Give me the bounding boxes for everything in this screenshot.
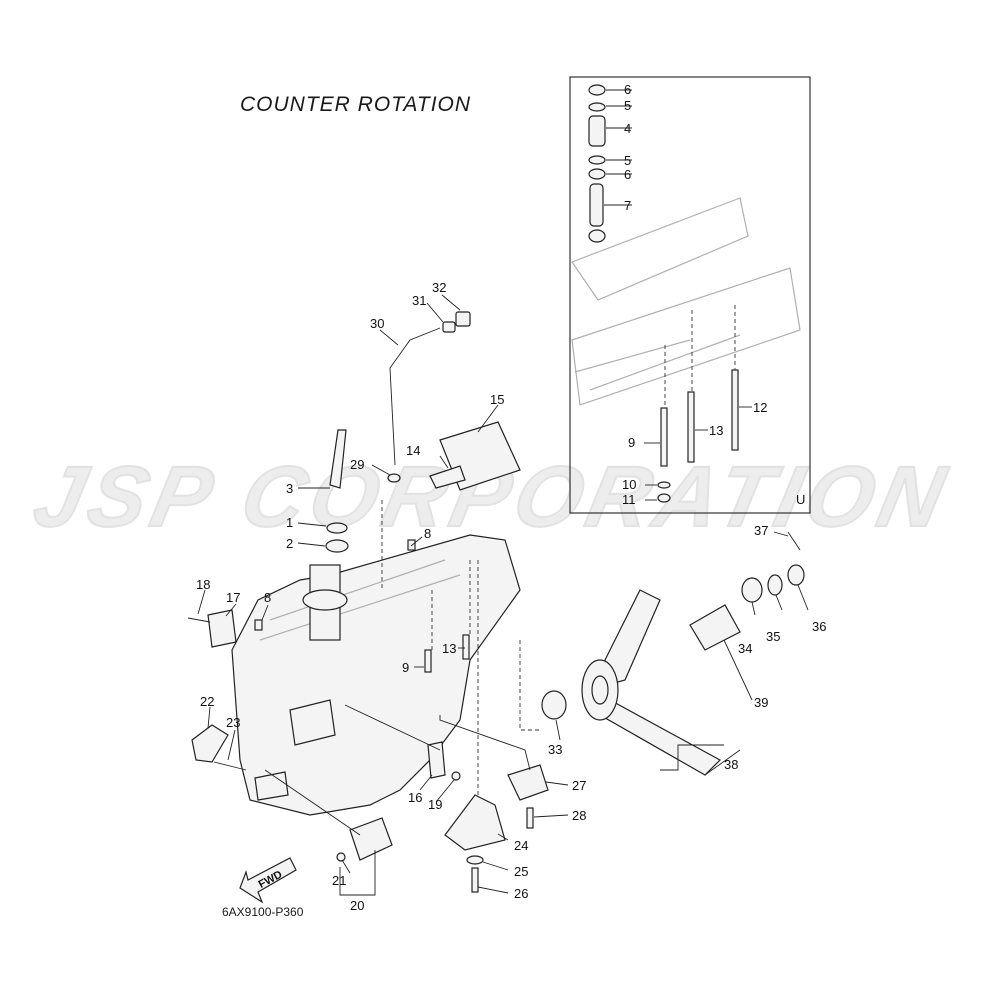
callout-12: 12 xyxy=(753,400,767,415)
callout-18: 18 xyxy=(196,577,210,592)
callout-34: 34 xyxy=(738,641,752,656)
callout-3: 3 xyxy=(286,481,293,496)
callout-16: 16 xyxy=(408,790,422,805)
callout-2: 2 xyxy=(286,536,293,551)
callout-25: 25 xyxy=(514,864,528,879)
callout-13b: 13 xyxy=(442,641,456,656)
callout-13a: 13 xyxy=(709,423,723,438)
diagram-code: 6AX9100-P360 xyxy=(222,905,304,919)
callout-8b: 8 xyxy=(264,590,271,605)
callout-4: 4 xyxy=(624,121,631,136)
leader-lines xyxy=(197,294,809,896)
nut-36 xyxy=(787,564,805,586)
washer-34 xyxy=(741,577,763,603)
callout-23: 23 xyxy=(226,715,240,730)
callout-15: 15 xyxy=(490,392,504,407)
callout-6a: 6 xyxy=(624,82,631,97)
inset-housing-ghost xyxy=(571,197,801,406)
callout-26: 26 xyxy=(514,886,528,901)
water-tube-3 xyxy=(329,429,347,489)
callout-19: 19 xyxy=(428,797,442,812)
inset-frame xyxy=(569,76,811,514)
callout-24: 24 xyxy=(514,838,528,853)
fwd-arrow xyxy=(239,857,297,904)
callout-21: 21 xyxy=(332,873,346,888)
washer-35 xyxy=(767,574,783,596)
inset-leaders xyxy=(604,89,752,501)
water-tube-30 xyxy=(389,327,441,466)
callout-7: 7 xyxy=(624,198,631,213)
callout-17: 17 xyxy=(226,590,240,605)
callout-20: 20 xyxy=(350,898,364,913)
fin-24 xyxy=(444,794,506,851)
callout-36: 36 xyxy=(812,619,826,634)
callout-27: 27 xyxy=(572,778,586,793)
fwd-label: FWD xyxy=(257,869,285,891)
inset-parts xyxy=(588,84,739,503)
callout-1: 1 xyxy=(286,515,293,530)
callout-39: 39 xyxy=(754,695,768,710)
trim-tab-16 xyxy=(427,741,446,779)
callout-33: 33 xyxy=(548,742,562,757)
callout-38: 38 xyxy=(724,757,738,772)
propeller-38 xyxy=(581,589,741,776)
thrust-washer-33 xyxy=(541,690,567,720)
callout-32: 32 xyxy=(432,280,446,295)
callout-11: 11 xyxy=(622,492,636,507)
callout-28: 28 xyxy=(572,808,586,823)
inset-mark: U xyxy=(796,492,805,507)
callout-37: 37 xyxy=(754,523,768,538)
callout-5a: 5 xyxy=(624,98,631,113)
anode-17 xyxy=(207,609,237,648)
page-title: COUNTER ROTATION xyxy=(240,93,472,116)
anode-20 xyxy=(349,817,393,861)
callout-6b: 6 xyxy=(624,167,631,182)
callout-labels: 1 2 3 4 5 5 6 6 7 8 8 9 9 10 11 12 13 13… xyxy=(196,82,826,913)
callout-35: 35 xyxy=(766,629,780,644)
callout-30: 30 xyxy=(370,316,384,331)
callout-9a: 9 xyxy=(628,435,635,450)
callout-14: 14 xyxy=(406,443,420,458)
callout-29: 29 xyxy=(350,457,364,472)
anode-22 xyxy=(191,724,229,763)
callout-10: 10 xyxy=(622,477,636,492)
callout-31: 31 xyxy=(412,293,426,308)
callout-5b: 5 xyxy=(624,153,631,168)
callout-22: 22 xyxy=(200,694,214,709)
callout-9b: 9 xyxy=(402,660,409,675)
plate-27 xyxy=(507,764,549,801)
lower-unit-housing xyxy=(231,534,521,816)
callout-8a: 8 xyxy=(424,526,431,541)
